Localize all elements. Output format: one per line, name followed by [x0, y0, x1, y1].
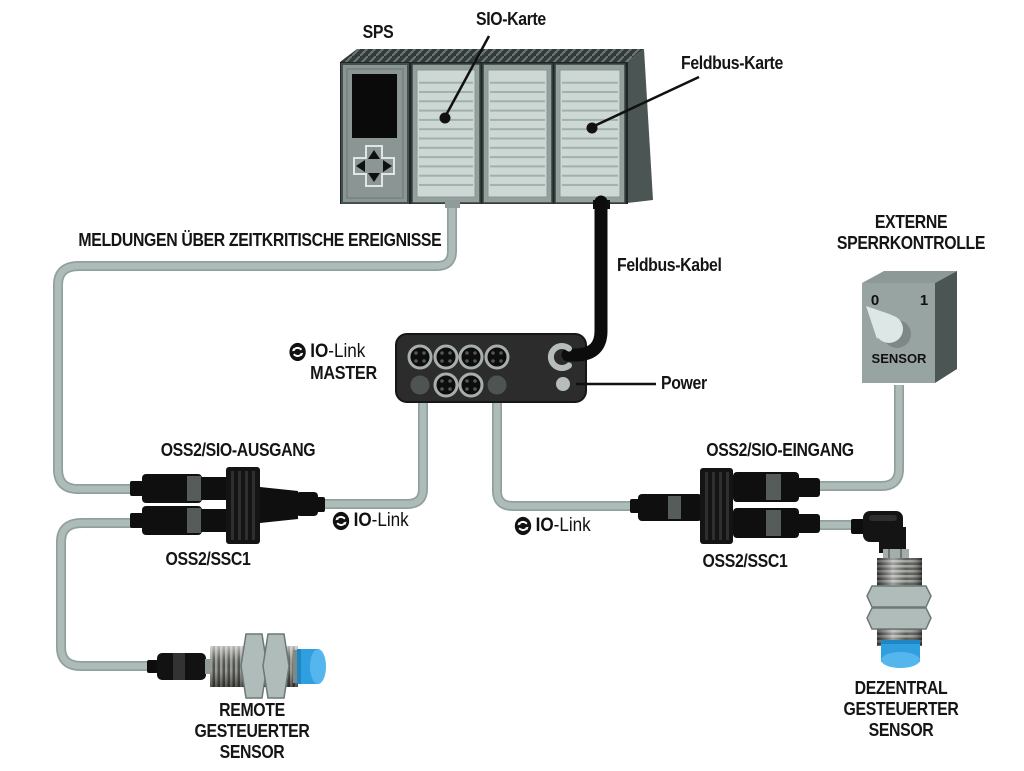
- switch-knob: [866, 306, 911, 348]
- iolink-cable-right: [492, 398, 640, 511]
- plc-module-2: [482, 63, 553, 204]
- io-link-logo-icon: [289, 342, 307, 362]
- decentral-sensor-caption-line3: SENSOR: [868, 720, 934, 740]
- io-link-brand-bold: IO: [310, 341, 329, 362]
- leader-line-fieldbus-card: [586, 75, 700, 134]
- io-link-left-rest: -Link: [371, 510, 409, 531]
- io-link-badge-left: IO-Link: [332, 510, 409, 532]
- plc-cpu-module: [341, 63, 409, 204]
- power-led: [556, 377, 570, 391]
- plc-top-face: [340, 49, 644, 62]
- sio-card-label: SIO-Karte: [476, 9, 546, 29]
- plc-screen: [352, 74, 397, 138]
- decentral-sensor: [866, 549, 932, 668]
- fieldbus-socket: [547, 343, 572, 371]
- left-splitter-top-label: OSS2/SIO-AUSGANG: [160, 440, 316, 460]
- remote-sensor-caption-line1: REMOTE GESTEUERTER: [194, 700, 310, 741]
- plc-module-fieldbus: [554, 63, 626, 204]
- left-splitter-bottom-label: OSS2/SSC1: [165, 549, 251, 569]
- plc-side-face: [627, 49, 653, 203]
- iolink-cable-left: [320, 398, 428, 509]
- plc-title: SPS: [362, 22, 394, 42]
- decentral-sensor-caption-line2: GESTEUERTER: [843, 699, 959, 719]
- remote-sensor-caption-line2: SENSOR: [219, 742, 285, 762]
- plc-sio-port: [445, 200, 460, 208]
- messages-label: MELDUNGEN ÜBER ZEITKRITISCHE EREIGNISSE: [78, 230, 442, 250]
- sio-cable: [53, 198, 457, 494]
- left-splitter: [130, 467, 325, 544]
- fieldbus-cable-label: Feldbus-Kabel: [617, 255, 722, 275]
- fieldbus-card-label: Feldbus-Karte: [681, 53, 783, 73]
- master-role-label: MASTER: [310, 363, 377, 383]
- io-link-right-bold: IO: [535, 515, 554, 536]
- plc-module-sio: [411, 63, 481, 204]
- ssc1-cable-left: [56, 518, 152, 671]
- arrow-pad-icon: [353, 145, 395, 187]
- io-link-badge-right: IO-Link: [514, 515, 591, 537]
- io-link-master-box: [395, 333, 587, 403]
- remote-sensor-caption: REMOTE GESTEUERTER SENSOR: [164, 700, 340, 763]
- leader-line-sio-card: [439, 35, 491, 124]
- io-link-brand-rest: -Link: [328, 341, 366, 362]
- switch-position-1: 1: [919, 292, 929, 309]
- elbow-connector: [851, 511, 906, 553]
- fieldbus-cable: [561, 195, 608, 362]
- switch-position-0: 0: [870, 292, 880, 309]
- master-ports-bottom: [410, 372, 507, 398]
- io-link-logo-icon: [514, 516, 532, 536]
- io-link-master-label: IO-Link MASTER: [289, 341, 390, 384]
- io-link-logo-icon: [332, 511, 350, 531]
- decentral-sensor-caption: DEZENTRAL GESTEUERTER SENSOR: [822, 678, 980, 741]
- plc-rack: [340, 49, 653, 209]
- external-control-box: [862, 271, 957, 383]
- remote-sensor: [147, 633, 326, 699]
- master-ports-top: [407, 344, 510, 370]
- decentral-sensor-caption-line1: DEZENTRAL: [854, 678, 948, 698]
- right-splitter: [630, 468, 820, 544]
- io-link-right-rest: -Link: [553, 515, 591, 536]
- switch-cable: [818, 385, 904, 491]
- io-link-left-bold: IO: [353, 510, 372, 531]
- switch-knob-label: SENSOR: [871, 351, 927, 366]
- external-control-title-line2: SPERRKONTROLLE: [836, 233, 986, 253]
- right-splitter-top-label: OSS2/SIO-EINGANG: [706, 440, 854, 460]
- external-control-title-line1: EXTERNE: [874, 212, 948, 232]
- external-control-title: EXTERNE SPERRKONTROLLE: [832, 212, 990, 254]
- power-label: Power: [661, 373, 707, 393]
- right-splitter-bottom-label: OSS2/SSC1: [702, 551, 788, 571]
